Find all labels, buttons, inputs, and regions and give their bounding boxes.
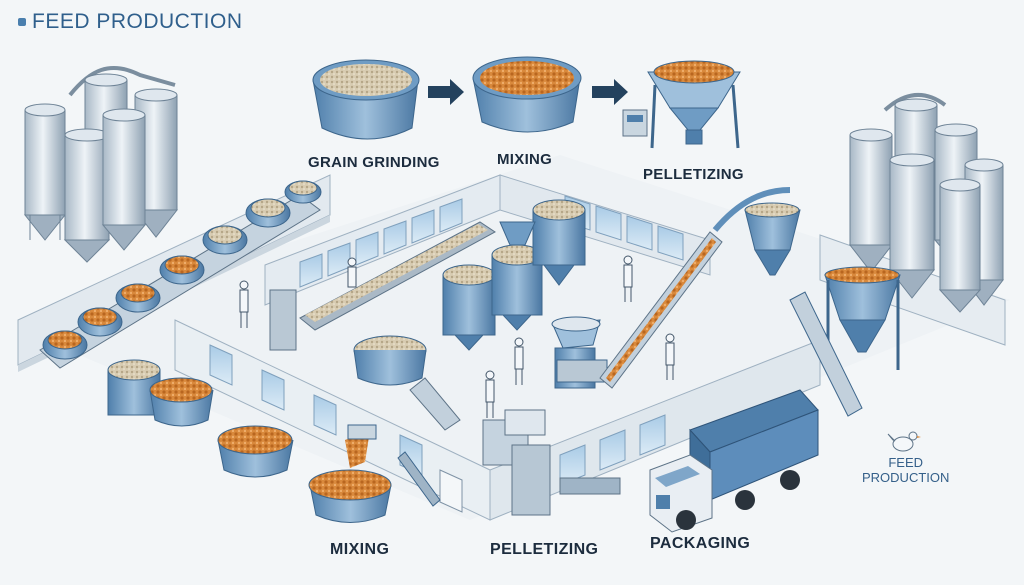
floor-label-packaging: PACKAGING bbox=[650, 535, 751, 552]
workers bbox=[239, 255, 675, 418]
floor-label-pelletizing: PELLETIZING bbox=[490, 541, 599, 558]
step-label-grain-grinding: GRAIN GRINDING bbox=[308, 154, 440, 171]
door bbox=[439, 469, 463, 513]
silo-cluster-right bbox=[848, 92, 1005, 313]
pellet-mill bbox=[551, 316, 608, 389]
inner-wall-back bbox=[264, 174, 501, 306]
brand-line-2: PRODUCTION bbox=[862, 470, 950, 485]
truck bbox=[649, 389, 819, 533]
floor-label-mixing: MIXING bbox=[330, 541, 390, 558]
mixer-tanks bbox=[353, 199, 586, 386]
page-title-text: FEED PRODUCTION bbox=[32, 10, 243, 33]
right-cyclone-towers bbox=[712, 187, 901, 417]
flow-arrow-icon bbox=[592, 79, 628, 105]
silo bbox=[888, 153, 936, 299]
brand-line-1: FEED bbox=[888, 455, 924, 470]
silo bbox=[23, 103, 67, 241]
silo-cluster-left bbox=[23, 65, 179, 263]
inclined-conveyor bbox=[409, 231, 723, 431]
silo bbox=[938, 178, 982, 313]
silo bbox=[101, 108, 147, 251]
page-title: FEED PRODUCTION bbox=[18, 10, 243, 34]
pelletizer-machine bbox=[622, 60, 741, 149]
silo bbox=[848, 128, 894, 273]
title-bullet-icon bbox=[18, 18, 26, 26]
silo bbox=[63, 128, 111, 263]
grain-grinding-bowl bbox=[312, 59, 420, 140]
mixing-bowl bbox=[472, 56, 582, 133]
chicken-icon bbox=[887, 431, 921, 452]
control-cabinets bbox=[482, 409, 621, 516]
step-label-pelletizing: PELLETIZING bbox=[643, 166, 744, 183]
center-conveyor bbox=[269, 221, 496, 351]
brand-label: FEED PRODUCTION bbox=[862, 455, 949, 485]
flow-arrow-icon bbox=[428, 79, 464, 105]
step-label-mixing: MIXING bbox=[497, 151, 553, 168]
grinder-conveyor bbox=[39, 180, 322, 369]
mixing-bowls-front bbox=[107, 359, 441, 523]
